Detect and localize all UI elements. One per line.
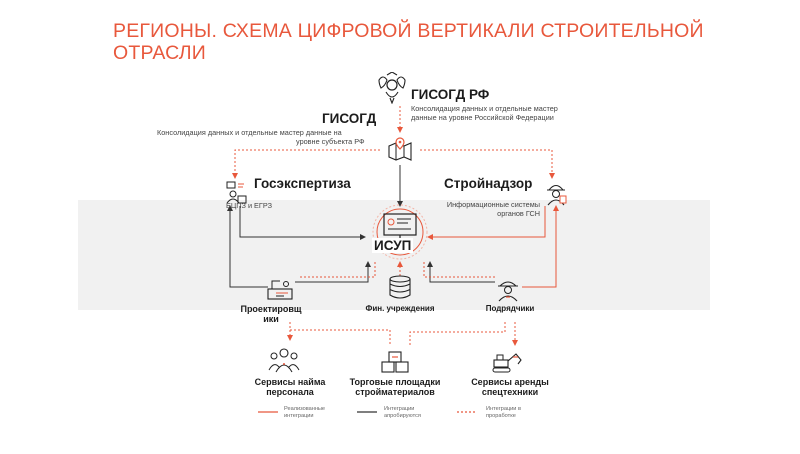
- legend-approbation-line2: апробируются: [384, 413, 421, 419]
- page-title: РЕГИОНЫ. СХЕМА ЦИФРОВОЙ ВЕРТИКАЛИ СТРОИТ…: [113, 20, 753, 64]
- service-arendy-line1: Сервисы аренды: [471, 377, 549, 387]
- excavator-icon: [492, 353, 522, 373]
- legend-approbation: Интеграции апробируются: [384, 406, 421, 420]
- expert-desk-icon: [226, 181, 247, 204]
- page-title-line2: ОТРАСЛИ: [113, 42, 207, 64]
- node-fin-title: Фин. учреждения: [365, 304, 435, 313]
- link-proekt-isup: [295, 261, 371, 283]
- legend-approbation-line1: Интеграции: [384, 406, 415, 412]
- people-group-icon: [268, 348, 300, 373]
- node-gosexpertiza-desc: ЕЦПЗ и ЕГРЗ: [226, 201, 272, 210]
- legend-realized: Реализованные интеграции: [284, 406, 325, 420]
- page-title-line1: РЕГИОНЫ. СХЕМА ЦИФРОВОЙ ВЕРТИКАЛИ СТРОИТ…: [113, 20, 704, 42]
- node-gisogd-rf-desc-1: Консолидация данных и отдельные мастер: [411, 104, 558, 113]
- service-torgovye-line2: стройматериалов: [355, 387, 435, 397]
- link-gisogd-gosexpertiza: [232, 149, 380, 179]
- link-podryad-stroinadzor: [522, 205, 559, 288]
- bricks-icon: [381, 351, 409, 373]
- node-gosexpertiza-title: Госэкспертиза: [254, 176, 351, 191]
- coins-stack-icon: [389, 275, 411, 299]
- node-stroinadzor-desc-2: органов ГСН: [497, 209, 540, 218]
- node-gisogd-title: ГИСОГД: [322, 111, 377, 126]
- link-podryad-isup: [427, 261, 495, 283]
- node-podryad-title: Подрядчики: [485, 304, 535, 313]
- service-arendy-line2: спецтехники: [481, 387, 539, 397]
- link-stroinadzor-isup: [427, 206, 546, 240]
- service-torgovye-label: Торговые площадки стройматериалов: [335, 377, 455, 397]
- service-nayma-line1: Сервисы найма: [254, 377, 326, 387]
- node-gisogd-rf-desc-2: данные на уровне Российской Федерации: [411, 113, 554, 122]
- link-podryad-torgovye: [409, 322, 506, 345]
- node-stroinadzor-desc-1: Информационные системы: [446, 200, 540, 209]
- link-isup-proekt: [300, 262, 376, 278]
- coat-of-arms-icon: [378, 72, 406, 104]
- legend-development: Интеграции в проработке: [486, 406, 521, 420]
- link-gisogd-stroinadzor: [420, 149, 555, 179]
- node-isup-title: ИСУП: [372, 238, 414, 253]
- node-proekt-label: Проектировщ ики: [236, 304, 306, 324]
- legend-development-line1: Интеграции в: [486, 406, 521, 412]
- link-proekt-torgovye: [290, 329, 391, 345]
- legend-realized-line2: интеграции: [284, 413, 314, 419]
- service-nayma-label: Сервисы найма персонала: [240, 377, 340, 397]
- map-pin-icon: [388, 137, 412, 161]
- node-gisogd-desc-2: уровне субъекта РФ: [296, 137, 365, 146]
- legend-realized-line1: Реализованные: [284, 406, 326, 412]
- background-band: [78, 200, 710, 310]
- node-gisogd-desc-1: Консолидация данных и отдельные мастер д…: [157, 128, 342, 137]
- service-nayma-line2: персонала: [266, 387, 314, 397]
- service-arendy-label: Сервисы аренды спецтехники: [455, 377, 565, 397]
- link-isup-podryad: [423, 262, 495, 278]
- worker-helmet-icon: [498, 281, 518, 302]
- node-proekt-line1: Проектировщ: [240, 304, 302, 314]
- node-gisogd-rf-title: ГИСОГД РФ: [411, 87, 490, 102]
- link-gosexpertiza-isup: [239, 206, 366, 240]
- inspector-icon: [547, 184, 567, 206]
- drafting-icon: [267, 280, 293, 300]
- legend-development-line2: проработке: [486, 413, 516, 419]
- isup-monitor-icon: [372, 204, 428, 260]
- node-stroinadzor-title: Стройнадзор: [444, 176, 533, 191]
- service-torgovye-line1: Торговые площадки: [349, 377, 441, 387]
- node-proekt-line2: ики: [263, 314, 279, 324]
- link-proekt-gosexpertiza: [227, 205, 268, 288]
